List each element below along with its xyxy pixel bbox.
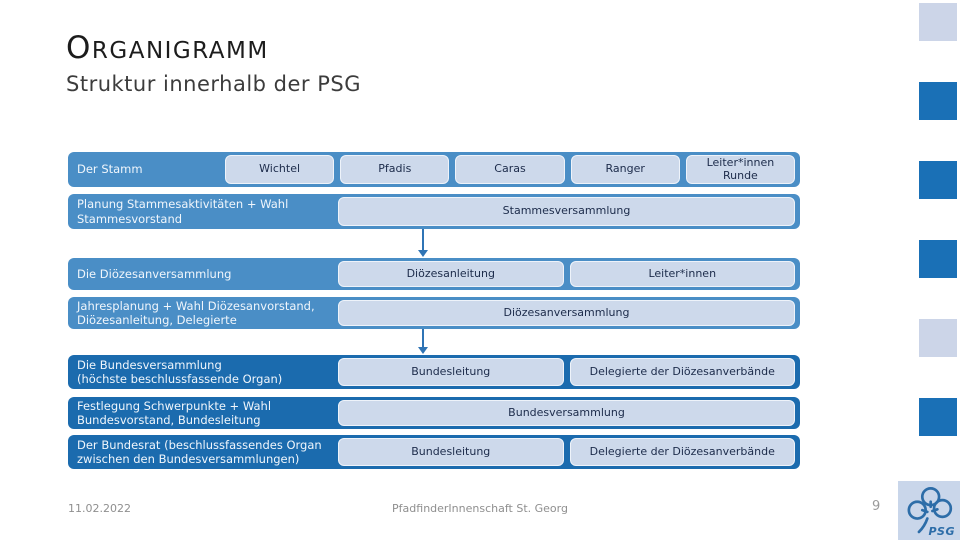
org-row-boxes: Wichtel Pfadis Caras Ranger Leiter*innen…	[225, 152, 800, 187]
org-row-bundesrat: Der Bundesrat (beschlussfassendes Organ …	[68, 435, 800, 469]
org-box: Ranger	[570, 155, 680, 184]
org-row-jahresplanung: Jahresplanung + Wahl Diözesanvorstand, D…	[68, 297, 800, 329]
deco-square	[919, 319, 957, 357]
org-box: Wichtel	[225, 155, 335, 184]
org-row-boxes: Diözesanleitung Leiter*innen	[338, 258, 800, 290]
org-box: Diözesanversammlung	[338, 300, 795, 326]
org-row-dioezesanversammlung: Die Diözesanversammlung Diözesanleitung …	[68, 258, 800, 290]
org-box: Leiter*innen	[569, 261, 795, 287]
org-box: Caras	[455, 155, 565, 184]
org-box: Bundesleitung	[338, 438, 564, 466]
deco-square	[919, 398, 957, 436]
org-box: Pfadis	[340, 155, 450, 184]
org-row-boxes: Stammesversammlung	[338, 194, 800, 229]
org-box: Diözesanleitung	[338, 261, 564, 287]
org-row-boxes: Bundesleitung Delegierte der Diözesanver…	[338, 355, 800, 389]
page-number: 9	[872, 499, 881, 514]
org-row-label: Planung Stammesaktivitäten + Wahl Stamme…	[77, 197, 289, 226]
deco-square	[919, 3, 957, 41]
org-row-boxes: Diözesanversammlung	[338, 297, 800, 329]
deco-square	[919, 82, 957, 120]
page-title: ORGANIGRAMM	[66, 30, 269, 66]
arrow-down-icon	[417, 229, 429, 257]
psg-logo-text: PSG	[928, 525, 955, 538]
org-box: Delegierte der Diözesanverbände	[569, 358, 795, 386]
org-row-bundesversammlung: Die Bundesversammlung (höchste beschluss…	[68, 355, 800, 389]
org-box: Stammesversammlung	[338, 197, 795, 226]
org-row-label: Der Stamm	[77, 162, 143, 177]
deco-square	[919, 161, 957, 199]
psg-logo: PSG	[898, 481, 960, 540]
deco-square	[919, 240, 957, 278]
org-box: Delegierte der Diözesanverbände	[569, 438, 795, 466]
org-row-label: Der Bundesrat (beschlussfassendes Organ …	[77, 437, 322, 466]
org-row-label: Festlegung Schwerpunkte + Wahl Bundesvor…	[77, 398, 272, 427]
footer-organization: PfadfinderInnenschaft St. Georg	[392, 502, 568, 515]
org-row-festlegung: Festlegung Schwerpunkte + Wahl Bundesvor…	[68, 397, 800, 429]
org-box: Bundesleitung	[338, 358, 564, 386]
org-box: Bundesversammlung	[338, 400, 795, 426]
org-row-label: Die Diözesanversammlung	[77, 266, 232, 281]
org-row-boxes: Bundesversammlung	[338, 397, 800, 429]
org-row-stammesversammlung: Planung Stammesaktivitäten + Wahl Stamme…	[68, 194, 800, 229]
org-box: Leiter*innen Runde	[685, 155, 796, 184]
org-row-label: Die Bundesversammlung (höchste beschluss…	[77, 357, 283, 386]
org-row-label: Jahresplanung + Wahl Diözesanvorstand, D…	[77, 298, 315, 327]
page-subtitle: Struktur innerhalb der PSG	[66, 72, 362, 96]
psg-clover-icon	[902, 485, 956, 537]
org-chart: Der Stamm Wichtel Pfadis Caras Ranger Le…	[68, 152, 800, 469]
arrow-down-icon	[417, 329, 429, 354]
footer-date: 11.02.2022	[68, 502, 131, 515]
org-row-stamm: Der Stamm Wichtel Pfadis Caras Ranger Le…	[68, 152, 800, 187]
org-row-boxes: Bundesleitung Delegierte der Diözesanver…	[338, 435, 800, 469]
